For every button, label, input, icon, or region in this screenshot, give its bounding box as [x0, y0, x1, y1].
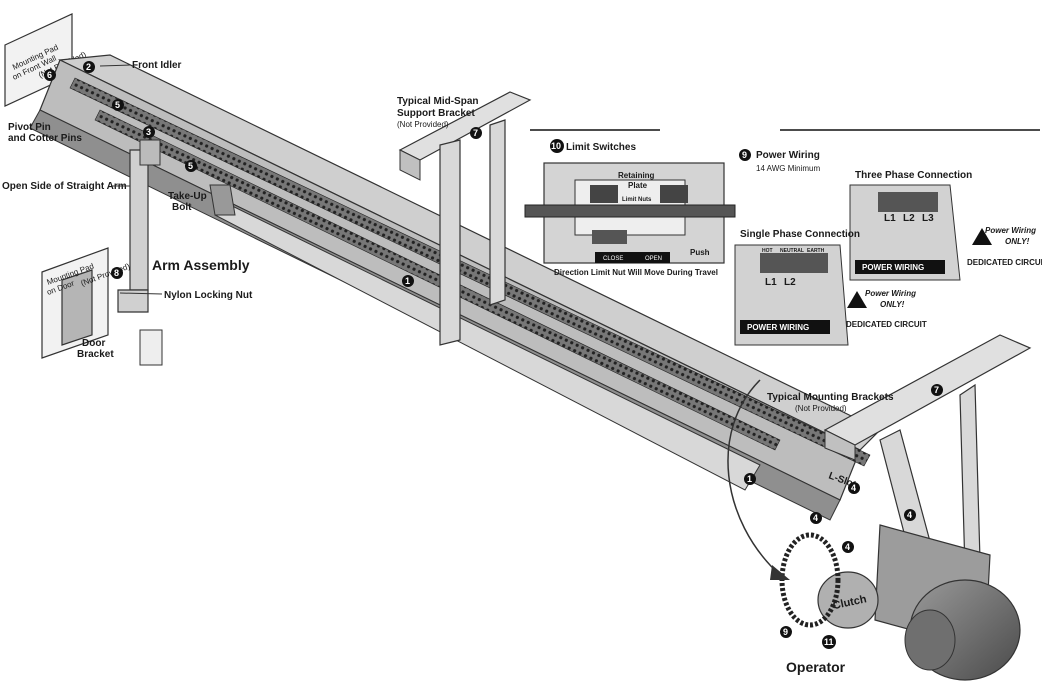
- mid-span-bracket: [398, 91, 532, 346]
- callout-8: 8: [111, 267, 123, 279]
- svg-text:1: 1: [747, 474, 752, 484]
- neutral-label: NEUTRAL: [780, 248, 804, 254]
- earth-label: EARTH: [807, 248, 825, 254]
- push-label: Push: [690, 248, 710, 257]
- callout-9b: 9: [780, 626, 792, 638]
- mid-span-label-1: Typical Mid-Span: [397, 96, 479, 107]
- callout-1b: 1: [744, 473, 756, 485]
- take-up-label-1: Take-Up: [168, 191, 207, 202]
- svg-text:9: 9: [742, 150, 747, 160]
- terminal-1p-l2: L2: [784, 277, 796, 288]
- mounting-brackets-label-1: Typical Mounting Brackets: [767, 392, 894, 403]
- mid-span-label-3: (Not Provided): [397, 120, 449, 129]
- svg-text:6: 6: [47, 70, 52, 80]
- door-bracket-label-2: Bracket: [77, 349, 114, 360]
- mounting-brackets-label-2: (Not Provided): [795, 404, 847, 413]
- hot-label: HOT: [762, 248, 773, 254]
- dedicated-1p: DEDICATED CIRCUIT: [846, 320, 927, 329]
- svg-text:4: 4: [907, 510, 912, 520]
- front-idler-label: Front Idler: [132, 60, 182, 71]
- callout-10: 10: [550, 139, 564, 153]
- arm-assembly: [117, 139, 163, 366]
- pivot-pin-label: Pivot Pin: [8, 122, 51, 133]
- svg-text:5: 5: [188, 161, 193, 171]
- open-side-label: Open Side of Straight Arm: [2, 181, 127, 192]
- svg-text:7: 7: [473, 128, 478, 138]
- callout-7a: 7: [470, 127, 482, 139]
- single-phase-panel: Single Phase Connection HOT NEUTRAL EART…: [734, 229, 927, 346]
- svg-text:5: 5: [115, 100, 120, 110]
- power-wiring-title: Power Wiring: [756, 150, 820, 161]
- door-bracket-label-1: Door: [82, 338, 105, 349]
- terminal-3p-l3: L3: [922, 213, 934, 224]
- callout-1a: 1: [402, 275, 414, 287]
- callout-9a: 9: [739, 149, 751, 161]
- callout-2: 2: [83, 61, 95, 73]
- svg-text:4: 4: [845, 542, 850, 552]
- svg-text:4: 4: [851, 483, 856, 493]
- callout-4b: 4: [810, 512, 822, 524]
- take-up-label-2: Bolt: [172, 202, 192, 213]
- cotter-pins-label: and Cotter Pins: [8, 133, 82, 144]
- door-mounting-pad: Mounting Pad on Door (Not Provided): [41, 247, 131, 359]
- arm-assembly-label: Arm Assembly: [152, 257, 250, 273]
- callout-3: 3: [143, 126, 155, 138]
- svg-text:3: 3: [146, 127, 151, 137]
- callout-5a: 5: [112, 99, 124, 111]
- limit-switches-title: Limit Switches: [566, 142, 636, 153]
- svg-text:1: 1: [405, 276, 410, 286]
- swing-arrow: [727, 379, 781, 576]
- dedicated-3p: DEDICATED CIRCUIT: [967, 258, 1042, 267]
- svg-text:10: 10: [551, 141, 561, 151]
- svg-text:2: 2: [86, 62, 91, 72]
- svg-text:11: 11: [824, 637, 834, 647]
- retaining-label-2: Plate: [628, 181, 648, 190]
- three-phase-title: Three Phase Connection: [855, 170, 972, 181]
- direction-label: Direction Limit Nut Will Move During Tra…: [554, 268, 718, 277]
- svg-text:7: 7: [934, 385, 939, 395]
- single-phase-title: Single Phase Connection: [740, 229, 860, 240]
- svg-text:4: 4: [813, 513, 818, 523]
- nylon-nut-label: Nylon Locking Nut: [164, 290, 253, 301]
- retaining-label-1: Retaining: [618, 171, 655, 180]
- svg-text:8: 8: [114, 268, 119, 278]
- svg-text:9: 9: [783, 627, 788, 637]
- pw-box-3p: POWER WIRING: [862, 263, 924, 272]
- operator-label: Operator: [786, 659, 846, 675]
- limit-switch-inset: CLOSE OPEN Retaining Plate Limit Nuts Pu…: [524, 162, 736, 277]
- callout-6: 6: [44, 69, 56, 81]
- pw-only-1p-2: ONLY!: [880, 300, 905, 309]
- limit-nuts-label: Limit Nuts: [622, 197, 652, 203]
- terminal-3p-l2: L2: [903, 213, 915, 224]
- close-label: CLOSE: [603, 256, 623, 262]
- callout-7b: 7: [931, 384, 943, 396]
- open-label: OPEN: [645, 256, 662, 262]
- pw-only-3p-1: Power Wiring: [985, 226, 1036, 235]
- callout-4a: 4: [848, 482, 860, 494]
- callout-11: 11: [822, 635, 836, 649]
- three-phase-panel: Three Phase Connection L1 L2 L3 POWER WI…: [849, 170, 1042, 281]
- callout-4d: 4: [904, 509, 916, 521]
- pw-box-1p: POWER WIRING: [747, 323, 809, 332]
- pw-only-3p-2: ONLY!: [1005, 237, 1030, 246]
- operator-unit: Clutch: [779, 524, 1021, 681]
- mid-span-label-2: Support Bracket: [397, 108, 475, 119]
- pw-only-1p-1: Power Wiring: [865, 289, 916, 298]
- callout-4c: 4: [842, 541, 854, 553]
- awg-label: 14 AWG Minimum: [756, 164, 820, 173]
- terminal-3p-l1: L1: [884, 213, 896, 224]
- callout-5b: 5: [185, 160, 197, 172]
- terminal-1p-l1: L1: [765, 277, 777, 288]
